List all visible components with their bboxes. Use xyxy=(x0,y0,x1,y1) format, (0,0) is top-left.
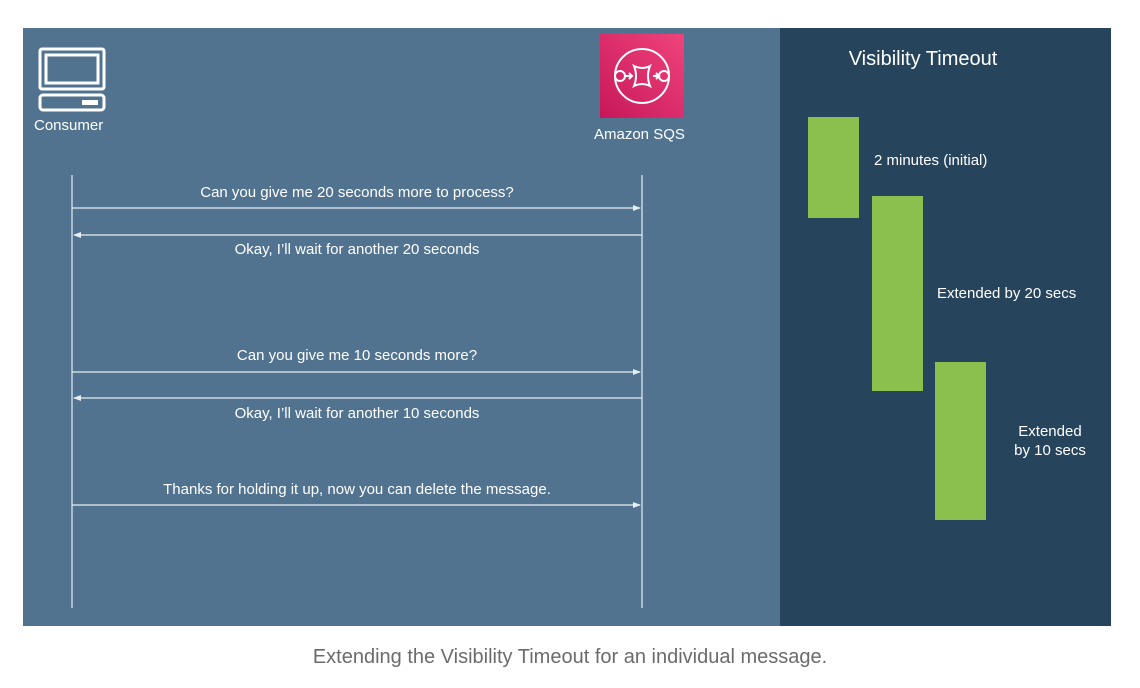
computer-icon xyxy=(38,47,106,112)
timeout-bar-extended-10-label: Extended by 10 secs xyxy=(1003,422,1097,460)
timeout-bar-extended-20 xyxy=(872,196,923,391)
timeout-bar-extended-10-label-line2: by 10 secs xyxy=(1014,442,1086,459)
sequence-panel xyxy=(23,28,780,626)
timeout-bar-extended-10-label-line1: Extended xyxy=(1018,423,1082,440)
message-5: Thanks for holding it up, now you can de… xyxy=(163,481,551,498)
amazon-sqs-label: Amazon SQS xyxy=(594,126,685,143)
timeout-bar-initial xyxy=(808,117,859,218)
consumer-label: Consumer xyxy=(34,117,104,134)
amazon-sqs-icon xyxy=(600,34,684,118)
sqs-visibility-diagram xyxy=(23,28,1111,626)
message-4: Okay, I’ll wait for another 10 seconds xyxy=(234,405,480,422)
timeout-bar-extended-20-label: Extended by 20 secs xyxy=(937,285,1077,302)
figure-caption: Extending the Visibility Timeout for an … xyxy=(312,646,828,668)
timeout-bar-initial-label: 2 minutes (initial) xyxy=(874,152,988,169)
message-1: Can you give me 20 seconds more to proce… xyxy=(200,184,514,201)
timeout-bar-extended-10 xyxy=(935,362,986,520)
visibility-timeout-title: Visibility Timeout xyxy=(848,48,998,70)
message-3: Can you give me 10 seconds more? xyxy=(236,347,478,364)
message-2: Okay, I’ll wait for another 20 seconds xyxy=(234,241,480,258)
